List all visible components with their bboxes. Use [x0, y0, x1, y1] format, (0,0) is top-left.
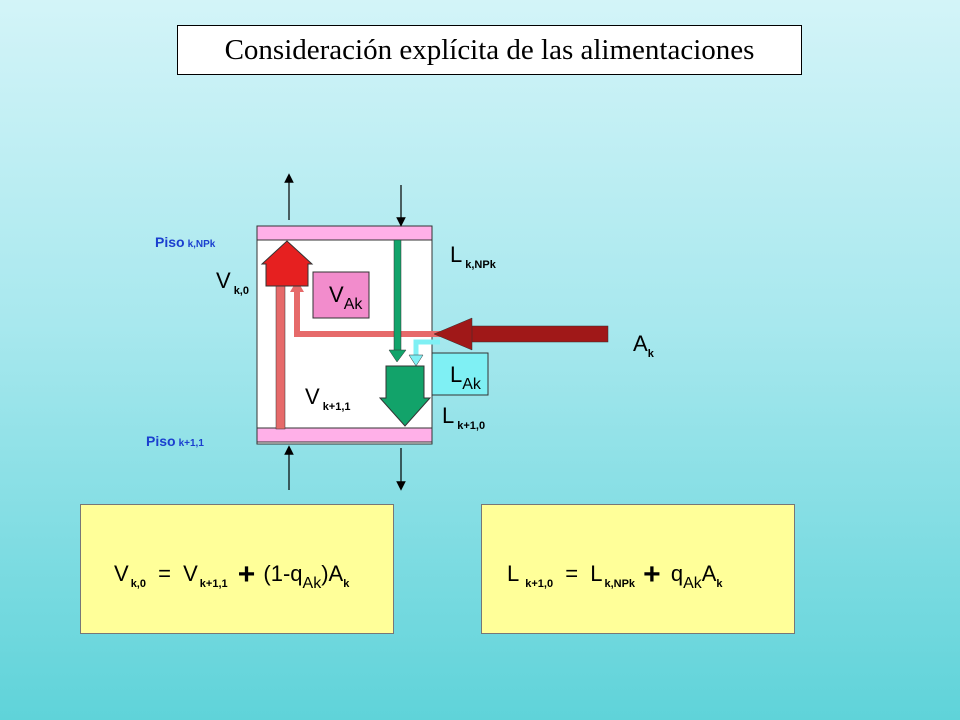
- liquid-fall-line: [393, 239, 402, 353]
- feed-liquid-path: [413, 339, 440, 356]
- feed-arrow-head: [433, 317, 473, 351]
- liquid-down-arrow: [378, 365, 432, 427]
- l-ak-label: LAk: [450, 362, 481, 393]
- v-ak-label: VAk: [329, 282, 363, 313]
- feed-vapor-path: [294, 290, 440, 337]
- vapor-rise-line: [275, 285, 286, 430]
- feed-arrow-shaft: [469, 325, 609, 343]
- plate-bottom: [256, 427, 433, 443]
- v-ak-box: [312, 271, 370, 319]
- feed-liquid-head: [408, 354, 424, 367]
- plate-top: [256, 225, 433, 241]
- a-k-label: Ak: [633, 331, 654, 360]
- l-ak-box: [431, 352, 489, 396]
- equation-right-box: [481, 504, 795, 634]
- vapor-up-arrow: [260, 240, 314, 287]
- liquid-fall-head: [388, 349, 407, 363]
- equation-left-box: [80, 504, 394, 634]
- title: Consideración explícita de las alimentac…: [177, 25, 802, 75]
